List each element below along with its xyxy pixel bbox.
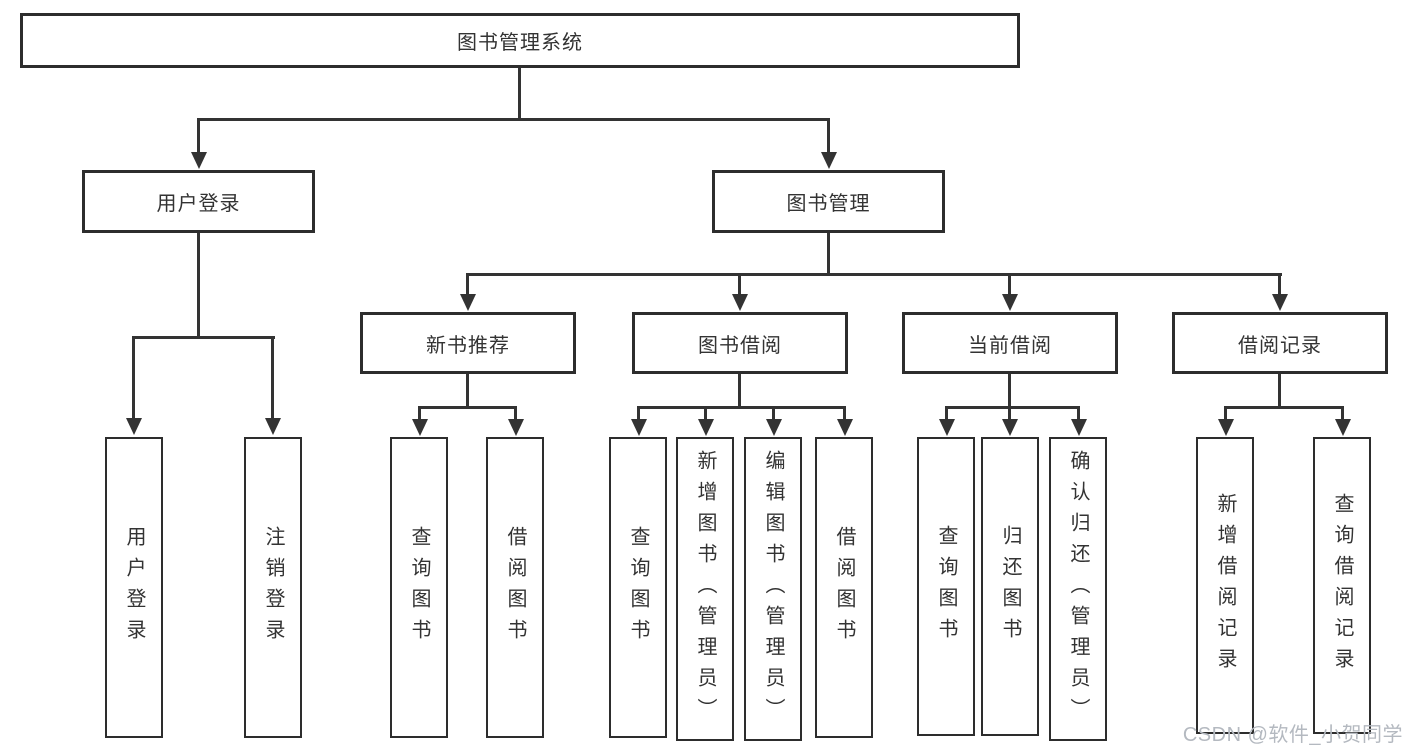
leaf-edit-books-admin: 编辑图书（管理员） xyxy=(744,437,802,741)
arrow-current-leaf-3 xyxy=(1077,406,1080,419)
leaf-logout: 注销登录 xyxy=(244,437,302,738)
connector-recommend-stem xyxy=(466,374,469,406)
leaf-recommend-query-books: 查询图书 xyxy=(390,437,448,738)
leaf-user-login-label: 用户登录 xyxy=(123,525,145,650)
arrow-records-leaf-1 xyxy=(1224,406,1227,419)
leaf-current-query-books-label: 查询图书 xyxy=(935,524,957,649)
node-current-borrow-label: 当前借阅 xyxy=(968,334,1052,357)
leaf-query-borrow-record-label: 查询借阅记录 xyxy=(1331,492,1353,679)
arrow-borrow-leaf-4 xyxy=(843,406,846,419)
node-root-label: 图书管理系统 xyxy=(457,32,583,54)
connector-root-stem xyxy=(518,68,521,118)
csdn-watermark: CSDN @软件_小贺同学 xyxy=(1182,724,1403,746)
leaf-borrow-borrow-books-label: 借阅图书 xyxy=(833,525,855,650)
node-book-mgmt: 图书管理 xyxy=(712,170,945,233)
node-book-borrow-label: 图书借阅 xyxy=(698,334,782,357)
node-book-mgmt-label: 图书管理 xyxy=(786,193,871,215)
connector-recommend-bar xyxy=(418,406,517,409)
leaf-user-login: 用户登录 xyxy=(105,437,163,738)
connector-current-stem xyxy=(1008,374,1011,406)
leaf-confirm-return-admin: 确认归还（管理员） xyxy=(1049,437,1107,741)
leaf-borrow-query-books: 查询图书 xyxy=(609,437,667,738)
connector-borrow-bar xyxy=(637,406,846,409)
leaf-borrow-borrow-books: 借阅图书 xyxy=(815,437,873,738)
leaf-logout-label: 注销登录 xyxy=(262,525,284,650)
arrow-current-leaf-2 xyxy=(1008,406,1011,419)
arrow-recommend-leaf-2 xyxy=(514,406,517,419)
leaf-confirm-return-admin-label: 确认归还（管理员） xyxy=(1067,449,1089,729)
arrow-to-recommend xyxy=(466,273,469,294)
node-user-login-label: 用户登录 xyxy=(156,193,241,215)
leaf-add-books-admin-label: 新增图书（管理员） xyxy=(694,449,716,729)
arrow-to-user-login xyxy=(197,118,200,152)
leaf-query-borrow-record: 查询借阅记录 xyxy=(1313,437,1371,734)
connector-level1-bar xyxy=(197,118,830,121)
arrow-to-records xyxy=(1278,273,1281,294)
leaf-add-borrow-record: 新增借阅记录 xyxy=(1196,437,1254,734)
arrow-records-leaf-2 xyxy=(1341,406,1344,419)
node-book-borrow: 图书借阅 xyxy=(632,312,848,374)
connector-user-stem xyxy=(197,233,200,336)
arrow-borrow-leaf-2 xyxy=(704,406,707,419)
node-root: 图书管理系统 xyxy=(20,13,1020,68)
node-borrow-records: 借阅记录 xyxy=(1172,312,1388,374)
node-current-borrow: 当前借阅 xyxy=(902,312,1118,374)
leaf-recommend-query-books-label: 查询图书 xyxy=(408,525,430,650)
leaf-recommend-borrow-books-label: 借阅图书 xyxy=(504,525,526,650)
arrow-to-book-mgmt xyxy=(827,118,830,152)
leaf-add-borrow-record-label: 新增借阅记录 xyxy=(1214,492,1236,679)
connector-level3-bar xyxy=(467,273,1282,276)
node-new-book-recommend: 新书推荐 xyxy=(360,312,576,374)
node-borrow-records-label: 借阅记录 xyxy=(1238,334,1322,357)
arrow-to-borrow xyxy=(738,273,741,294)
connector-current-bar xyxy=(945,406,1080,409)
arrow-current-leaf-1 xyxy=(945,406,948,419)
connector-mgmt-stem xyxy=(827,233,830,273)
arrow-to-leaf-logout xyxy=(271,336,274,418)
leaf-current-query-books: 查询图书 xyxy=(917,437,975,736)
arrow-to-current xyxy=(1008,273,1011,294)
leaf-edit-books-admin-label: 编辑图书（管理员） xyxy=(762,449,784,729)
leaf-recommend-borrow-books: 借阅图书 xyxy=(486,437,544,738)
connector-user-bar xyxy=(132,336,275,339)
arrow-to-leaf-login xyxy=(132,336,135,418)
node-user-login: 用户登录 xyxy=(82,170,315,233)
connector-borrow-stem xyxy=(738,374,741,406)
node-new-book-recommend-label: 新书推荐 xyxy=(426,334,510,357)
leaf-borrow-query-books-label: 查询图书 xyxy=(627,525,649,650)
arrow-borrow-leaf-3 xyxy=(772,406,775,419)
arrow-recommend-leaf-1 xyxy=(418,406,421,419)
leaf-return-books: 归还图书 xyxy=(981,437,1039,736)
leaf-return-books-label: 归还图书 xyxy=(999,524,1021,649)
arrow-borrow-leaf-1 xyxy=(637,406,640,419)
connector-records-stem xyxy=(1278,374,1281,406)
leaf-add-books-admin: 新增图书（管理员） xyxy=(676,437,734,741)
connector-records-bar xyxy=(1224,406,1343,409)
